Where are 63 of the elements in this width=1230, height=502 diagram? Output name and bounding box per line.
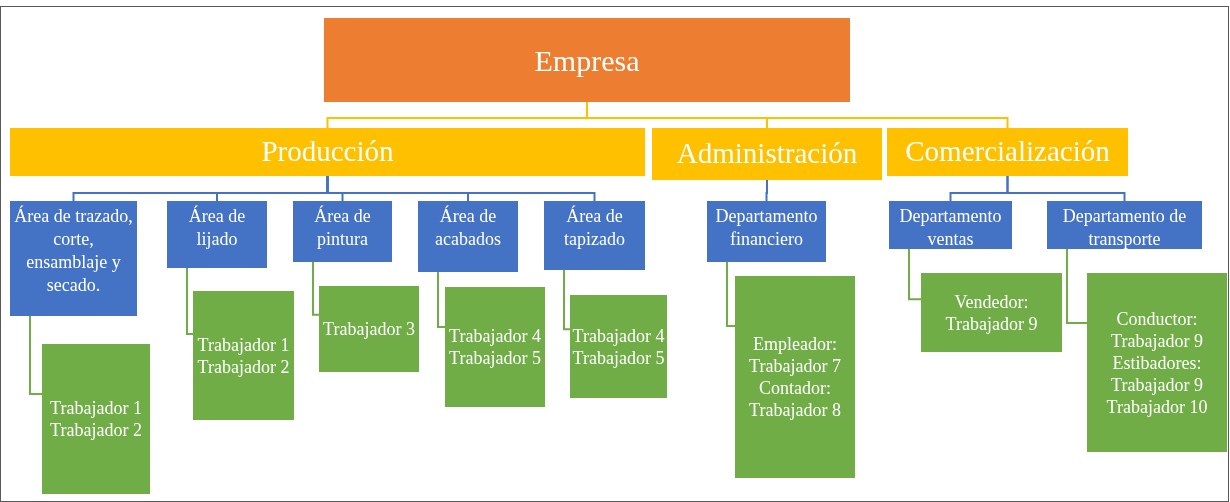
box-label: Trabajador 5 — [448, 347, 542, 369]
box-label: Trabajador 2 — [49, 419, 143, 441]
worker-box — [1087, 273, 1227, 452]
box-label: Trabajador 7 — [748, 355, 842, 377]
box-label: Conductor: — [1115, 307, 1199, 330]
worker-box — [921, 273, 1062, 352]
department-box — [293, 201, 392, 262]
department-box — [544, 201, 645, 270]
box-label: Área de lijado — [187, 205, 247, 251]
department-box — [707, 201, 826, 262]
box-label: Empresa — [533, 42, 641, 79]
box-label: Trabajador 9 — [1110, 373, 1204, 396]
box-label: Trabajador 2 — [196, 355, 291, 378]
department-box — [167, 201, 267, 268]
box-label: Área de pintura — [313, 205, 372, 251]
division-box — [10, 128, 645, 176]
department-box — [10, 201, 137, 316]
department-box — [889, 201, 1012, 249]
box-label: Departamento financiero — [714, 205, 819, 251]
box-label: Departamento de transporte — [1061, 205, 1188, 251]
worker-box — [193, 291, 294, 420]
box-label: Trabajador 9 — [944, 312, 1039, 335]
worker-box — [42, 344, 150, 494]
connector-line — [186, 267, 194, 335]
box-label: Departamento ventas — [898, 205, 1003, 251]
box-label: Área de trazado, corte, ensamblaje y secado. — [13, 205, 134, 297]
box-label: Trabajador 4 — [448, 325, 542, 347]
box-label: Área de acabados — [434, 205, 502, 251]
company-box — [324, 18, 850, 102]
connector-line — [726, 261, 736, 327]
box-label: Trabajador 4 — [571, 324, 666, 347]
worker-box — [319, 286, 419, 372]
worker-box — [735, 276, 855, 478]
connector-line — [765, 179, 768, 202]
box-label: Trabajador 1 — [196, 333, 291, 356]
worker-box — [445, 287, 545, 407]
connector-line — [312, 261, 320, 316]
division-box — [652, 128, 882, 180]
department-box — [418, 201, 518, 272]
connector-line — [563, 269, 571, 331]
connector-line — [1066, 248, 1088, 324]
worker-box — [570, 295, 667, 398]
box-label: Empleador: — [752, 333, 838, 355]
box-label: Producción — [260, 134, 395, 170]
box-label: Trabajador 10 — [1105, 395, 1209, 418]
box-label: Administración — [675, 136, 859, 172]
connector-line — [326, 175, 596, 202]
box-label: Trabajador 9 — [1110, 329, 1204, 352]
box-label: Contador: — [758, 377, 832, 399]
box-label: Comercialización — [904, 134, 1111, 170]
connector-line — [29, 315, 43, 395]
box-label: Área de tapizado — [563, 205, 626, 251]
box-label: Trabajador 3 — [322, 318, 416, 340]
box-label: Trabajador 5 — [571, 346, 666, 369]
box-label: Vendedor: — [953, 290, 1030, 313]
connector-line — [437, 271, 446, 328]
department-box — [1047, 201, 1202, 249]
box-label: Estibadores: — [1111, 351, 1203, 374]
division-box — [887, 128, 1128, 176]
connector-line — [908, 248, 922, 301]
box-label: Trabajador 8 — [748, 399, 842, 421]
connector-line — [1006, 175, 1126, 202]
box-label: Trabajador 1 — [49, 397, 143, 419]
